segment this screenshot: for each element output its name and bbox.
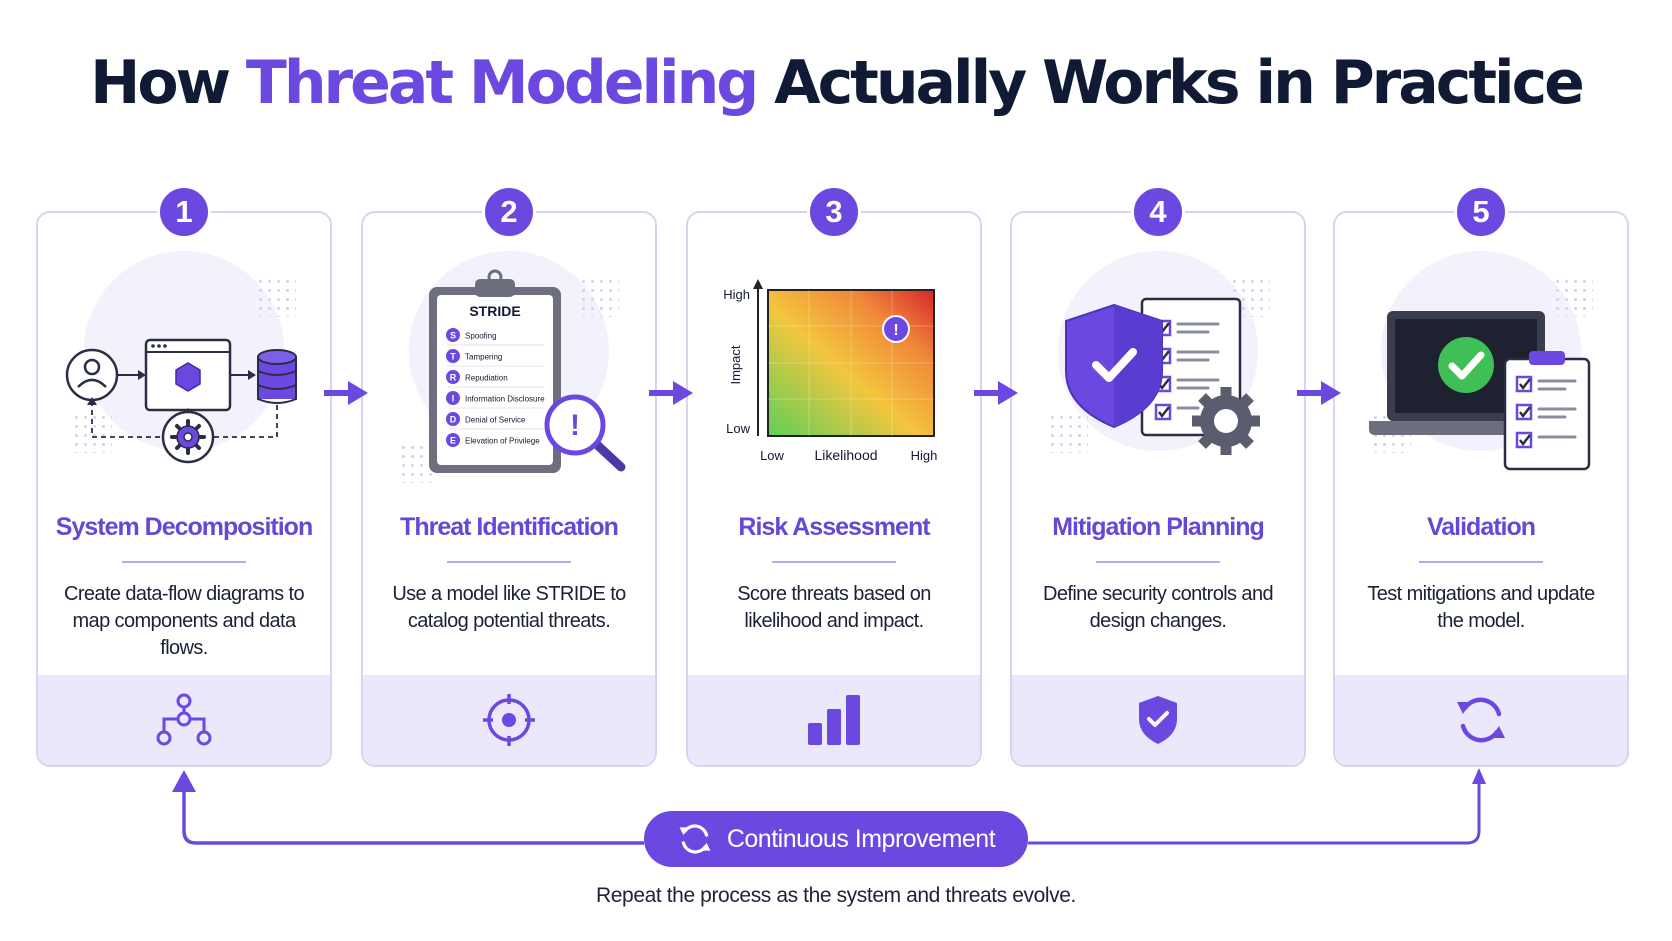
y-low-label: Low [726,421,750,436]
stride-letter: D [450,415,457,425]
x-axis-label: Likelihood [814,447,877,463]
loop-arrowhead-end-icon [1472,768,1486,784]
cog-icon [1192,387,1260,455]
step-badge-1: 1 [157,185,211,239]
stride-item-label: Spoofing [465,332,497,341]
database-icon [257,349,297,404]
step-title: System Decomposition [55,513,313,541]
arrow-right-icon [649,381,693,405]
x-high-label: High [911,448,938,463]
loop-caption: Repeat the process as the system and thr… [596,884,1076,907]
stride-letter: T [450,352,456,362]
stride-letter-badge [446,433,460,447]
title-accent: Threat Modeling [245,48,759,118]
risk-marker-icon [882,315,910,343]
step-title: Threat Identification [400,513,619,541]
step-card-1: System Decomposition Create data-flow di… [36,211,332,767]
risk-matrix-illustration: ! High Low Impact Low Likelihood High [723,279,938,463]
step-description: Use a model like STRIDE to catalog poten… [392,583,626,632]
arrow-right-icon [324,381,368,405]
success-check-icon [1438,337,1494,393]
step-title: Mitigation Planning [1052,513,1265,541]
x-low-label: Low [760,448,784,463]
step-badge-5: 5 [1454,185,1508,239]
stride-letter-badge [446,328,460,342]
stride-item-label: Tampering [465,353,502,362]
stride-letter-badge [446,391,460,405]
step-badge-4: 4 [1131,185,1185,239]
target-icon [483,694,535,746]
stride-letter: E [450,436,456,446]
data-flow-diagram-illustration [65,338,297,464]
bar-chart-icon [808,695,860,745]
loop-arrowhead-up-icon [172,770,196,792]
step-description: Define security controls and design chan… [1043,583,1274,632]
stride-letter: S [450,331,456,341]
step-description: Test mitigations and update the model. [1367,583,1595,632]
stride-item-label: Repudiation [465,374,508,383]
svg-text:!: ! [893,322,898,339]
cube-icon [175,362,201,392]
stride-item-label: Elevation of Privilege [465,437,540,446]
magnifier-alert-icon: ! [544,394,626,472]
step-card-4: Mitigation Planning Define security cont… [1010,211,1306,767]
stride-item-label: Information Disclosure [465,395,545,404]
step-title: Validation [1426,513,1536,541]
stride-heading: STRIDE [469,303,520,319]
page-title: How Threat Modeling Actually Works in Pr… [0,48,1672,118]
stride-letter-badge [446,412,460,426]
risk-heatmap [767,289,935,437]
refresh-icon [1457,697,1505,743]
step-description: Create data-flow diagrams to map compone… [64,583,305,659]
stride-letter-badge [446,349,460,363]
refresh-icon [679,824,711,854]
arrow-right-icon [1297,381,1341,405]
title-suffix: Actually Works in Practice [774,48,1585,118]
stride-letter: I [452,394,455,404]
y-axis-label: Impact [728,345,743,384]
arrow-right-icon [974,381,1018,405]
continuous-improvement-pill: Continuous Improvement [644,811,1028,867]
stride-letter-badge [446,370,460,384]
shield-check-icon [1139,696,1177,744]
step-badge-2: 2 [482,185,536,239]
continuous-improvement-label: Continuous Improvement [726,824,996,853]
step-title: Risk Assessment [738,513,930,541]
step-description: Score threats based on likelihood and im… [737,583,931,632]
validation-illustration [1369,311,1591,471]
mitigation-illustration [1065,297,1260,455]
y-high-label: High [723,287,750,302]
title-prefix: How [90,48,231,118]
step-card-5: Validation Test mitigations and update t… [1333,211,1629,767]
stride-item-label: Denial of Service [465,416,526,425]
stride-letter: R [450,373,457,383]
hierarchy-icon [156,693,212,746]
step-badge-3: 3 [807,185,861,239]
step-card-3: ! High Low Impact Low Likelihood High Ri… [686,211,982,767]
svg-text:!: ! [570,409,580,442]
